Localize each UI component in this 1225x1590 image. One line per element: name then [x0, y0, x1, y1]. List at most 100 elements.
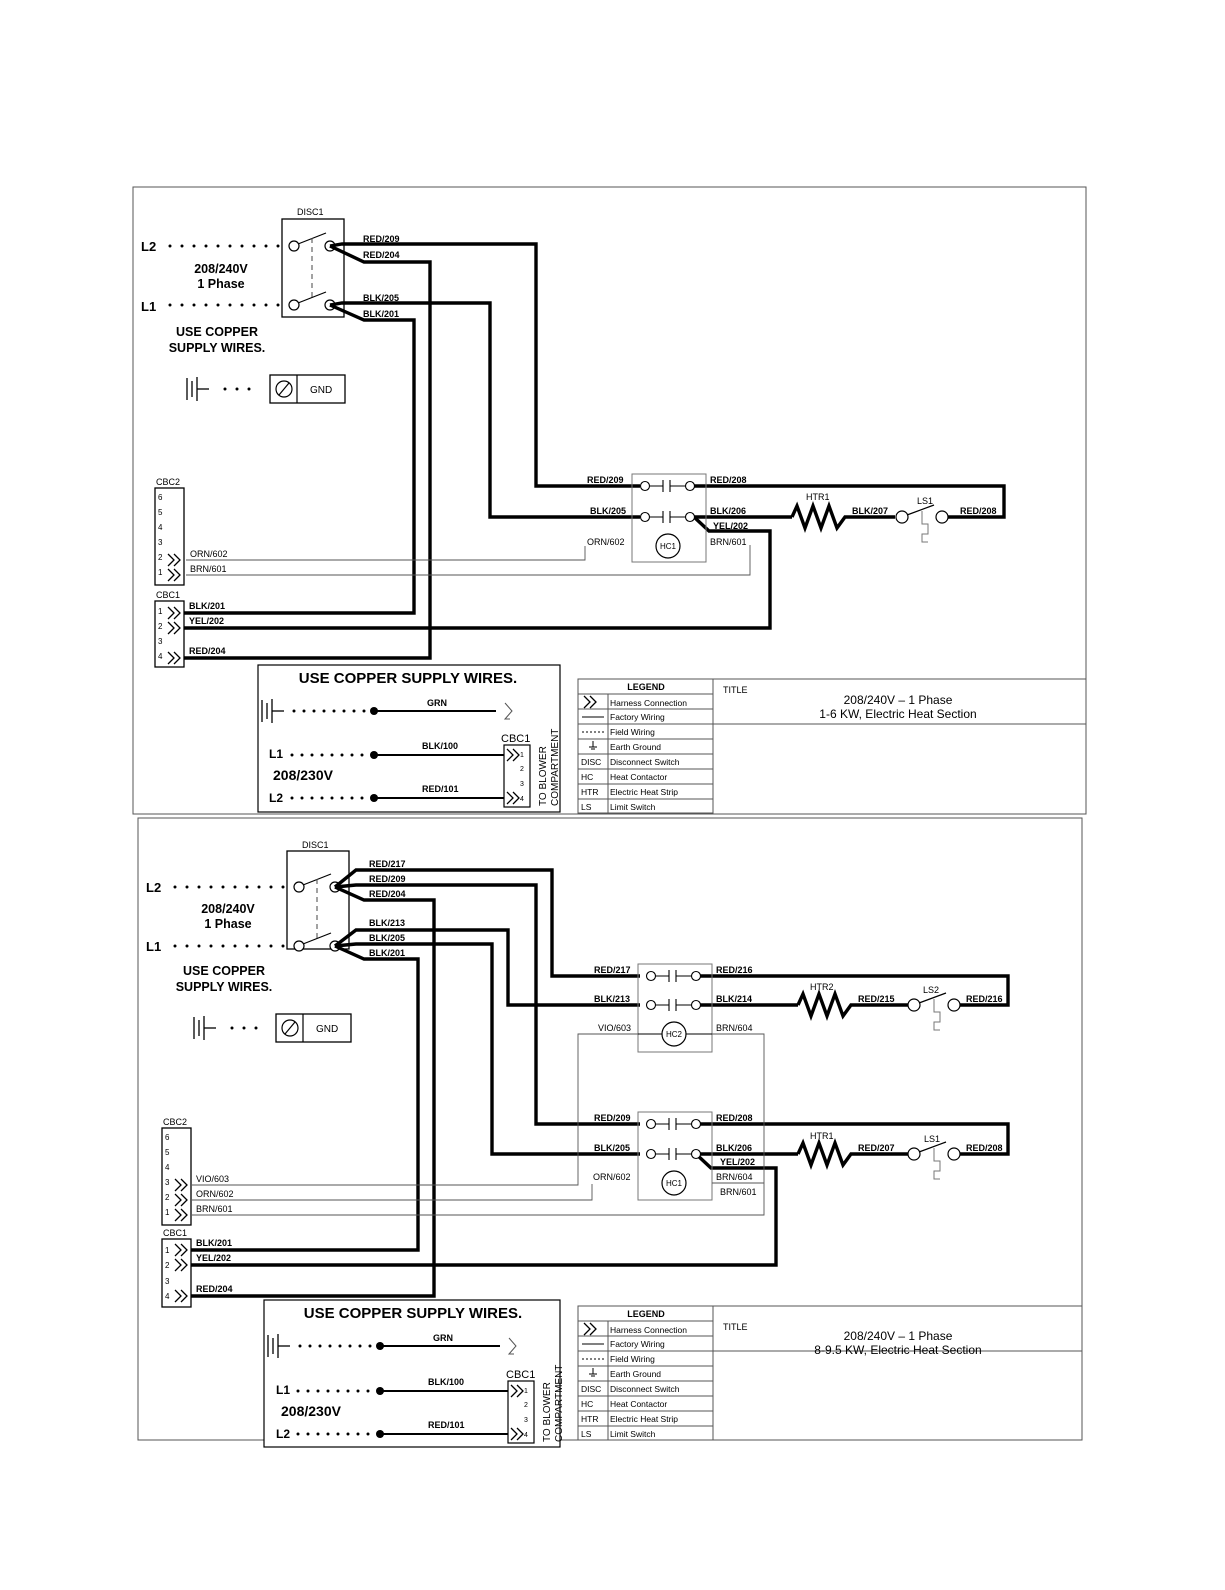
- supply-voltage: 208/240V: [194, 262, 248, 276]
- wire-label: BRN/601: [190, 564, 227, 574]
- title-line-1: 208/240V – 1 Phase: [844, 1329, 953, 1343]
- pin-number: 3: [158, 637, 163, 646]
- legend-header: LEGEND: [627, 1309, 665, 1319]
- ls2-label: LS2: [923, 985, 939, 995]
- earth-ground-icon: [589, 1368, 597, 1377]
- wire-label: YEL/202: [196, 1253, 231, 1263]
- pin-number: 2: [165, 1193, 170, 1202]
- copper-note-1: USE COPPER: [176, 325, 258, 339]
- legend-desc: Disconnect Switch: [610, 1384, 680, 1394]
- inset-blk: BLK/100: [428, 1377, 464, 1387]
- wire-label: RED/209: [363, 234, 400, 244]
- wire-label: YEL/202: [713, 521, 748, 531]
- pin-number: 2: [520, 766, 524, 773]
- htr2-label: HTR2: [810, 982, 834, 992]
- inset-cbc: CBC1: [506, 1369, 535, 1381]
- pin-number: 3: [165, 1277, 170, 1286]
- wire-label: BLK/206: [716, 1143, 752, 1153]
- pin-number: 4: [158, 652, 163, 661]
- pin-number: 4: [158, 523, 163, 532]
- legend-desc: Heat Contactor: [610, 772, 667, 782]
- wire-label: RED/217: [594, 965, 631, 975]
- legend-code: LS: [581, 1429, 592, 1439]
- connector-cbc1: CBC1 1 2 3 4: [161, 1228, 192, 1308]
- inset-voltage: 208/230V: [273, 767, 334, 783]
- wire-label: BLK/201: [363, 309, 399, 319]
- pin-number: 1: [524, 1388, 528, 1395]
- diagram-1: DISC1 L2 L1 208/240V 1 Phase USE COPPER …: [132, 186, 1087, 815]
- wire-label: BRN/601: [196, 1204, 233, 1214]
- inset-l2: L2: [276, 1427, 290, 1441]
- legend-desc: Harness Connection: [610, 1325, 687, 1335]
- inset-title: USE COPPER SUPPLY WIRES.: [299, 670, 517, 687]
- wire-label: RED/204: [363, 250, 400, 260]
- limit-switch-ls2: LS2: [907, 985, 961, 1031]
- hc2-label: HC2: [666, 1030, 683, 1039]
- pin-number: 2: [158, 553, 163, 562]
- limit-switch-ls1: LS1: [895, 496, 949, 543]
- copper-note-2: SUPPLY WIRES.: [169, 341, 266, 355]
- legend-desc: Disconnect Switch: [610, 757, 680, 767]
- pin-number: 1: [165, 1208, 170, 1217]
- connector-cbc2: CBC2 6 5 4 3 2 1: [161, 1117, 192, 1226]
- earth-ground-icon: [193, 1015, 217, 1041]
- diagram-1-frame: [132, 186, 1087, 815]
- wire-label: BLK/201: [196, 1238, 232, 1248]
- wire-label: BLK/205: [590, 506, 626, 516]
- wire-label: BRN/601: [720, 1187, 757, 1197]
- legend-desc: Earth Ground: [610, 1369, 661, 1379]
- wire-label: RED/216: [966, 994, 1003, 1004]
- wire-label: ORN/602: [587, 537, 625, 547]
- pin-number: 3: [524, 1417, 528, 1424]
- wire-label: RED/208: [966, 1143, 1003, 1153]
- wire-label: BRN/601: [710, 537, 747, 547]
- title-line-2: 1-6 KW, Electric Heat Section: [819, 707, 976, 721]
- pin-number: 4: [165, 1163, 170, 1172]
- disc-label: DISC1: [302, 840, 329, 850]
- wire-label: YEL/202: [189, 616, 224, 626]
- inset-l1: L1: [276, 1383, 290, 1397]
- legend-code: HTR: [581, 787, 598, 797]
- htr1-label: HTR1: [810, 1131, 834, 1141]
- title-line-1: 208/240V – 1 Phase: [844, 693, 953, 707]
- earth-ground-icon: [589, 741, 597, 750]
- inset-l2: L2: [269, 791, 283, 805]
- pin-number: 5: [158, 508, 163, 517]
- disc-label: DISC1: [297, 207, 324, 217]
- wire-label: RED/209: [594, 1113, 631, 1123]
- gnd-label: GND: [316, 1024, 338, 1035]
- wire-label: BLK/206: [710, 506, 746, 516]
- wire-label: BLK/205: [363, 293, 399, 303]
- inset-voltage: 208/230V: [281, 1403, 342, 1419]
- supply-phase: 1 Phase: [197, 277, 244, 291]
- wire-label: RED/204: [189, 646, 226, 656]
- wire-label: BRN/604: [716, 1023, 753, 1033]
- limit-switch-ls1: LS1: [907, 1134, 961, 1180]
- pin-number: 3: [520, 781, 524, 788]
- legend-desc: Electric Heat Strip: [610, 1414, 678, 1424]
- wire-label: BLK/214: [716, 994, 752, 1004]
- wire-label: RED/207: [858, 1143, 895, 1153]
- legend-desc: Factory Wiring: [610, 1339, 665, 1349]
- gnd-label: GND: [310, 385, 332, 396]
- pin-number: 3: [158, 538, 163, 547]
- legend-desc: Field Wiring: [610, 727, 655, 737]
- legend-code: DISC: [581, 757, 601, 767]
- copper-note-2: SUPPLY WIRES.: [176, 980, 273, 994]
- factory-wiring-2: [190, 868, 1010, 1298]
- legend-desc: Earth Ground: [610, 742, 661, 752]
- legend-code: HC: [581, 772, 593, 782]
- wire-label: RED/204: [369, 889, 406, 899]
- wire-label: RED/204: [196, 1284, 233, 1294]
- inset-grn: GRN: [427, 698, 447, 708]
- cbc1-label: CBC1: [163, 1228, 187, 1238]
- pin-number: 2: [524, 1402, 528, 1409]
- inset-side2: COMPARTMENT: [554, 1365, 565, 1442]
- supply-phase: 1 Phase: [204, 917, 251, 931]
- connector-cbc1: CBC1 1 2 3 4: [154, 590, 185, 668]
- cbc2-label: CBC2: [163, 1117, 187, 1127]
- pin-number: 1: [520, 752, 524, 759]
- pin-number: 6: [165, 1133, 170, 1142]
- pin-number: 4: [165, 1292, 170, 1301]
